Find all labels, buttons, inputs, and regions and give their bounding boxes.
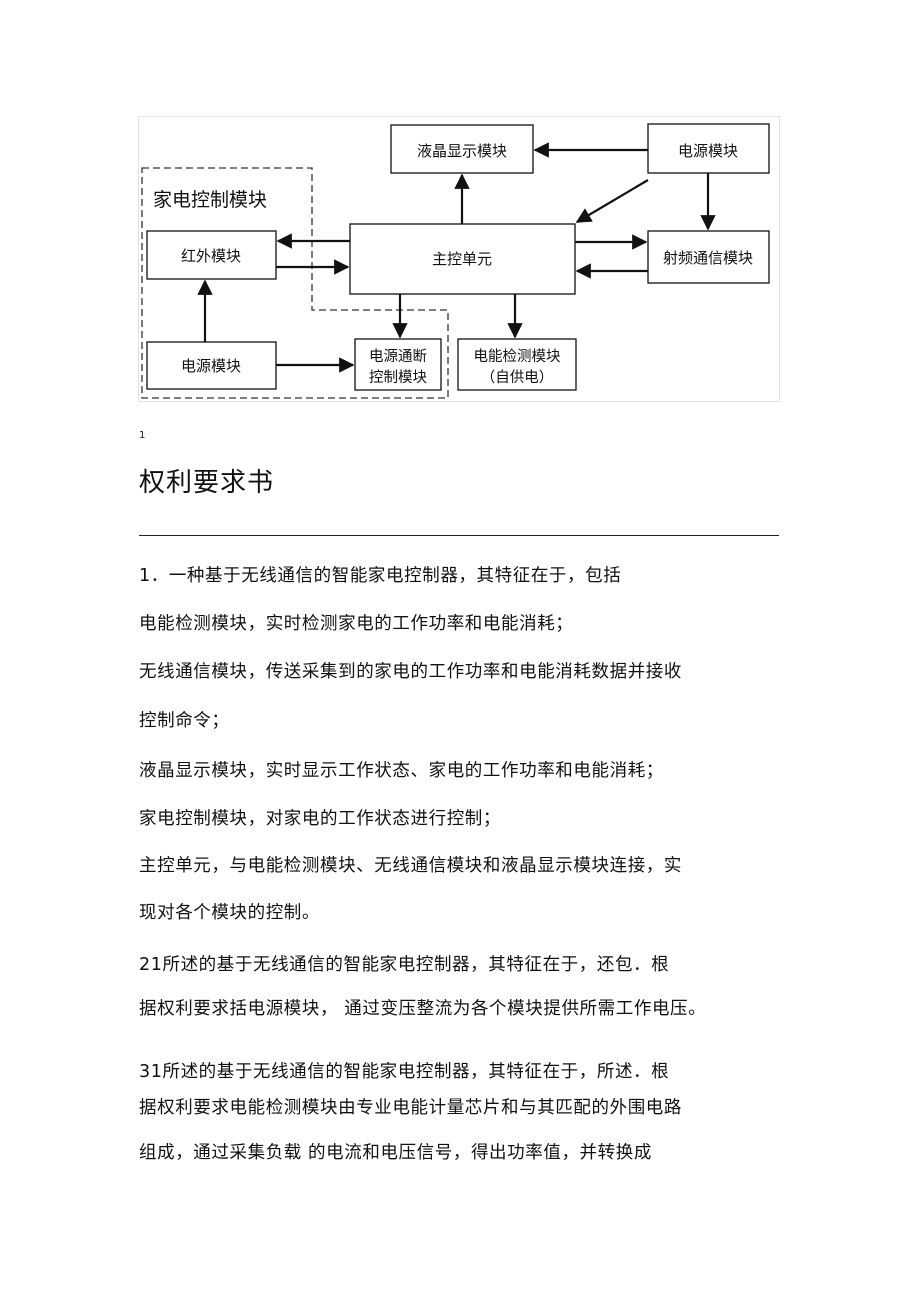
diagram-arrows (197, 142, 716, 373)
power-module-bottom-label: 电源模块 (181, 357, 241, 375)
power-switch-box (354, 338, 442, 391)
claim-line: 31所述的基于无线通信的智能家电控制器，其特征在于，所述．根 (139, 1062, 670, 1082)
arrow-power-to-main (575, 179, 649, 223)
rf-module-label: 射频通信模块 (663, 249, 753, 267)
claim-line: 组成，通过采集负载 的电流和电压信号，得出功率值，并转换成 (139, 1143, 652, 1163)
claim-line: 现对各个模块的控制。 (139, 903, 320, 923)
energy-module-label-line2: （自供电） (481, 369, 554, 386)
claim-line: 液晶显示模块，实时显示工作状态、家电的工作功率和电能消耗； (139, 761, 664, 781)
infrared-module-box (146, 230, 277, 280)
energy-module-box (457, 338, 577, 391)
claim-line: 主控单元，与电能检测模块、无线通信模块和液晶显示模块连接，实 (139, 856, 682, 876)
home-control-group-label: 家电控制模块 (153, 189, 267, 211)
lcd-module-label: 液晶显示模块 (417, 142, 507, 160)
claim-line: 电能检测模块，实时检测家电的工作功率和电能消耗； (139, 614, 574, 634)
energy-module-label-line1: 电能检测模块 (474, 348, 561, 365)
claim-line: 据权利要求电能检测模块由专业电能计量芯片和与其匹配的外围电路 (139, 1098, 682, 1118)
infrared-module-label: 红外模块 (181, 247, 241, 265)
claim-line: 1．一种基于无线通信的智能家电控制器，其特征在于，包括 (139, 566, 622, 586)
claim-line: 无线通信模块，传送采集到的家电的工作功率和电能消耗数据并接收 (139, 662, 682, 682)
block-diagram: 家电控制模块 液晶显示模块 电源模块 红外模块 主控单元 射频通信模块 电源模块… (138, 116, 780, 402)
title-divider (139, 535, 779, 536)
claim-line: 21所述的基于无线通信的智能家电控制器，其特征在于，还包．根 (139, 955, 670, 975)
power-module-top-label: 电源模块 (678, 142, 738, 160)
home-control-group-border (141, 167, 449, 399)
power-module-bottom-box (146, 341, 277, 390)
rf-module-box (647, 230, 770, 284)
power-switch-label-line1: 电源通断 (369, 348, 427, 365)
power-module-top-box (647, 123, 770, 174)
claim-line: 据权利要求括电源模块， 通过变压整流为各个模块提供所需工作电压。 (139, 999, 707, 1019)
main-control-unit-label: 主控单元 (432, 250, 492, 268)
claim-line: 控制命令； (139, 711, 230, 731)
footnote-marker: 1 (139, 430, 146, 441)
document-title: 权利要求书 (139, 468, 275, 498)
power-switch-label-line2: 控制模块 (369, 369, 427, 386)
claim-line: 家电控制模块，对家电的工作状态进行控制； (139, 809, 501, 829)
lcd-module-box (390, 124, 534, 174)
main-control-unit-box (349, 223, 576, 295)
